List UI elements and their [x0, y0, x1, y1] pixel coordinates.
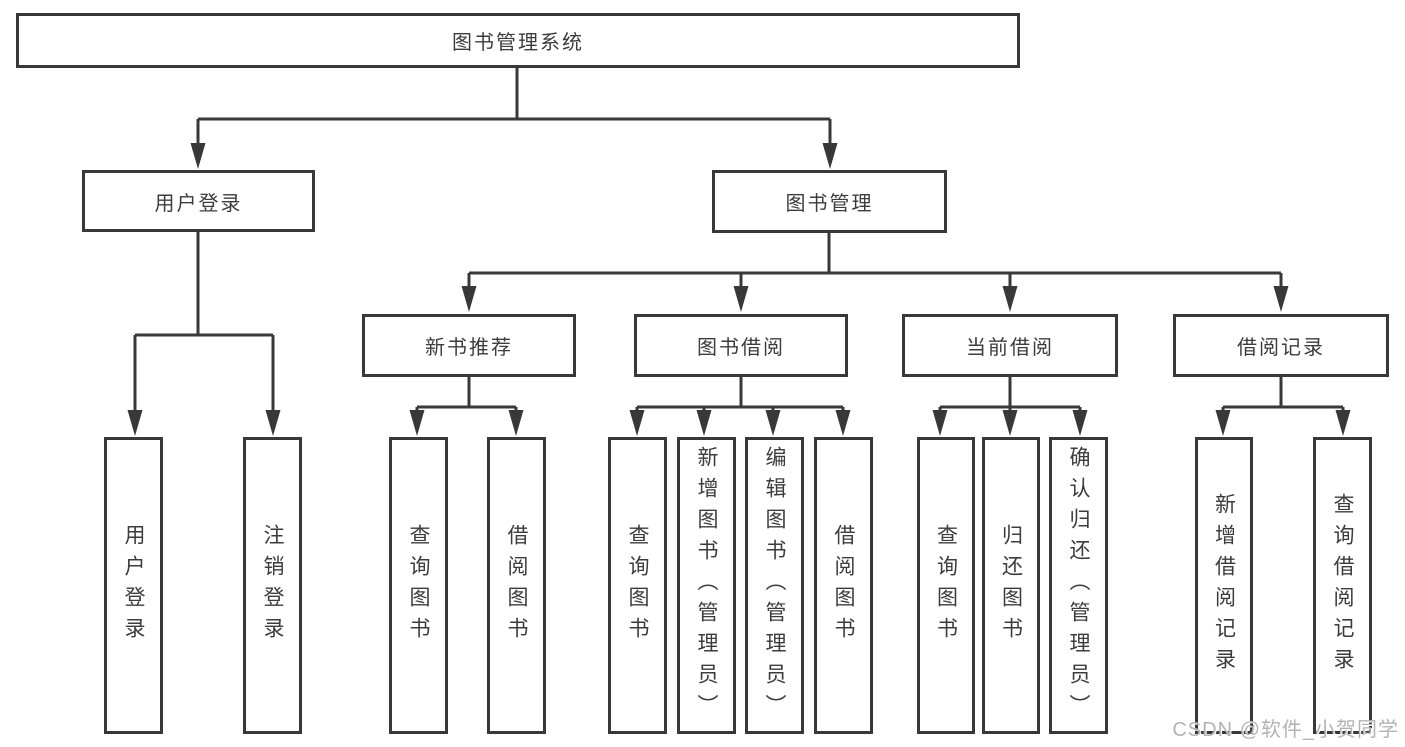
leaf-label: 用户登录 — [122, 523, 145, 648]
leaf-label: 注销登录 — [261, 523, 284, 648]
leaf-borrow-books-recommend: 借阅图书 — [487, 437, 546, 734]
node-book-management: 图书管理 — [712, 170, 947, 233]
leaf-label: 借阅图书 — [832, 523, 855, 648]
leaf-label: 查询图书 — [407, 523, 430, 648]
arrowheads — [127, 143, 1351, 436]
leaf-add-book-admin: 新增图书（管理员） — [677, 437, 736, 734]
leaf-user-login: 用户登录 — [104, 437, 163, 734]
csdn-watermark: CSDN @软件_小贺同学 — [1172, 719, 1399, 741]
leaf-query-books-current: 查询图书 — [917, 437, 975, 734]
leaf-label: 归还图书 — [999, 523, 1023, 648]
node-user-login: 用户登录 — [82, 170, 315, 232]
node-borrow-records: 借阅记录 — [1173, 314, 1389, 377]
node-book-borrow: 图书借阅 — [634, 314, 848, 377]
leaf-query-books-recommend: 查询图书 — [389, 437, 448, 734]
leaf-label: 查询图书 — [934, 523, 958, 648]
node-new-book-recommend: 新书推荐 — [362, 314, 576, 377]
leaf-return-book: 归还图书 — [982, 437, 1040, 734]
leaf-borrow-books: 借阅图书 — [814, 437, 873, 734]
leaf-query-books-borrow: 查询图书 — [608, 437, 667, 734]
leaf-edit-book-admin: 编辑图书（管理员） — [745, 437, 804, 734]
leaf-label: 查询借阅记录 — [1331, 492, 1354, 679]
leaf-label: 查询图书 — [626, 523, 649, 648]
node-current-borrow: 当前借阅 — [902, 314, 1118, 377]
leaf-add-borrow-record: 新增借阅记录 — [1195, 437, 1253, 734]
leaf-label: 借阅图书 — [505, 523, 528, 648]
leaf-label: 新增借阅记录 — [1212, 492, 1236, 679]
node-root-library-system: 图书管理系统 — [16, 13, 1020, 68]
leaf-label: 确认归还（管理员） — [1067, 446, 1090, 725]
leaf-label: 新增图书（管理员） — [695, 446, 718, 725]
leaf-confirm-return-admin: 确认归还（管理员） — [1049, 437, 1108, 734]
leaf-query-borrow-record: 查询借阅记录 — [1313, 437, 1372, 734]
leaf-label: 编辑图书（管理员） — [763, 446, 786, 725]
leaf-logout: 注销登录 — [243, 437, 302, 734]
